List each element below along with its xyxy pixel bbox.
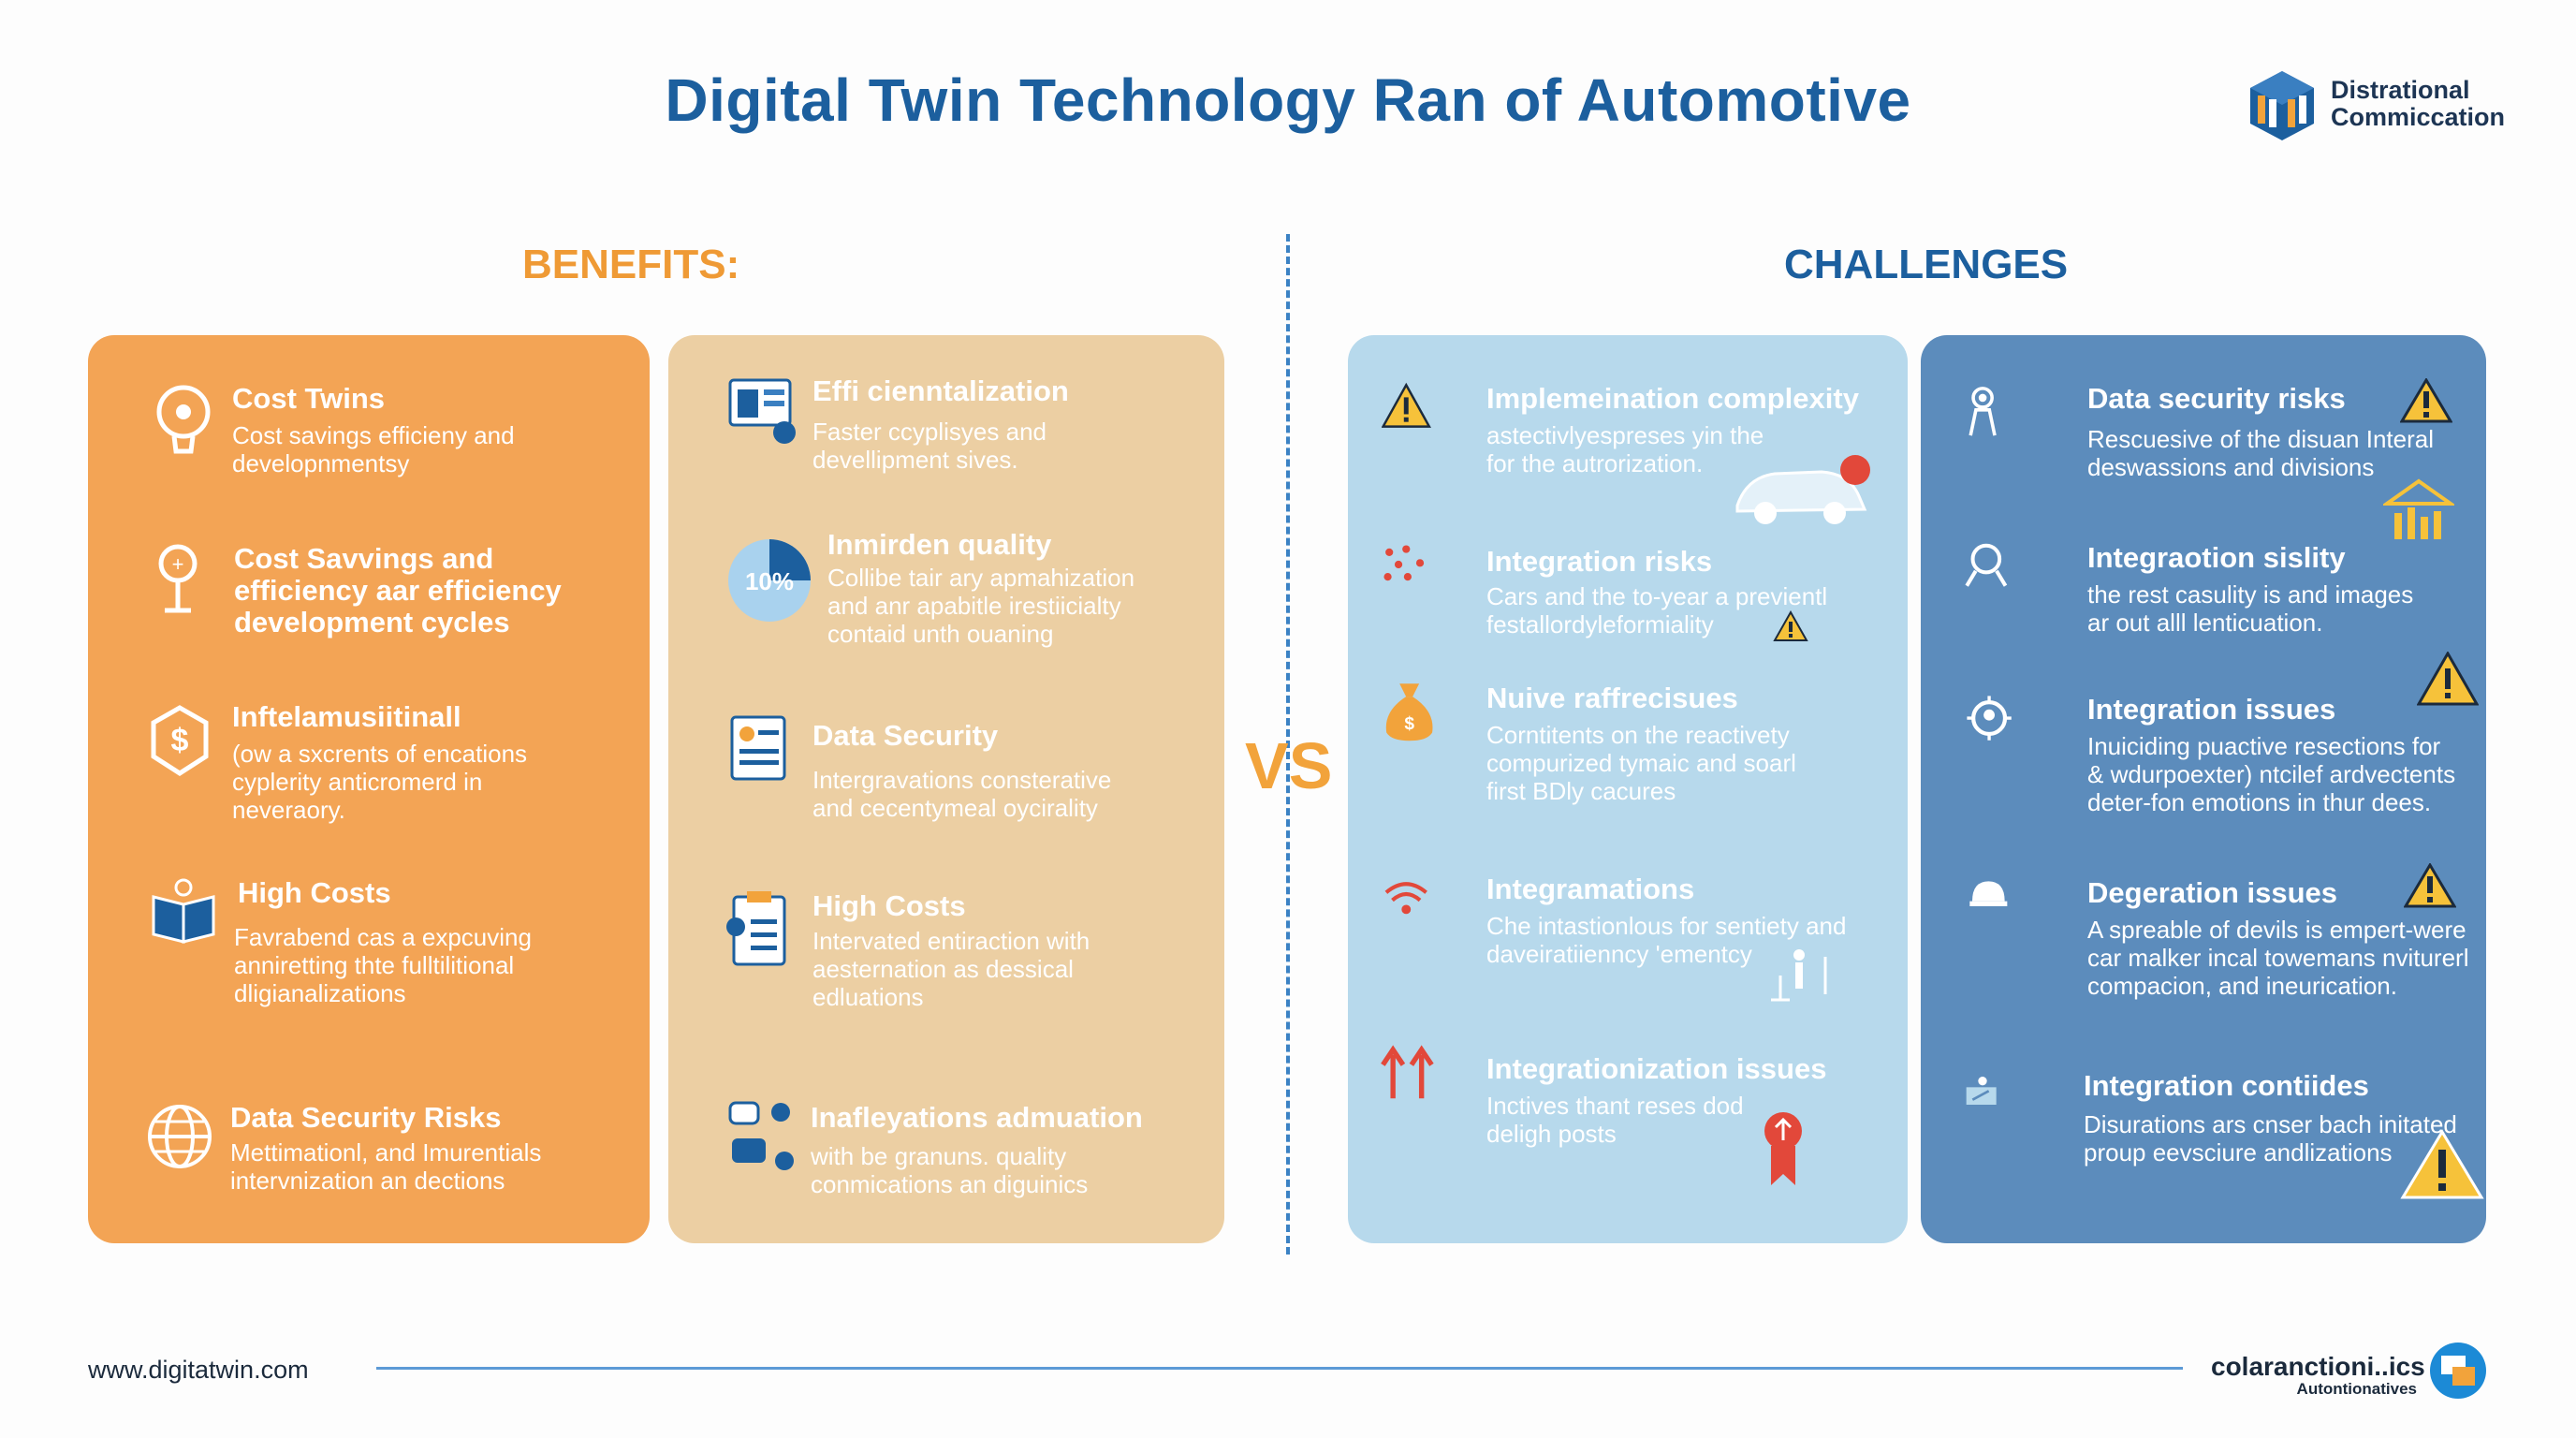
- svg-text:$: $: [171, 723, 189, 758]
- footer-brand-sub: Autontionatives: [2296, 1380, 2417, 1398]
- warning-icon: [1382, 382, 1431, 428]
- helmet-icon: [1969, 881, 2008, 906]
- warning-icon: [2400, 378, 2452, 423]
- arrows-up-icon: [1381, 1045, 1434, 1099]
- dollar-shield-icon: $: [151, 705, 209, 776]
- vs-label: VS: [1245, 729, 1333, 802]
- page-title: Digital Twin Technology Ran of Automotiv…: [665, 66, 1911, 134]
- building-chart-icon: [2383, 478, 2454, 539]
- footer-url-link[interactable]: www.digitatwin.com: [88, 1356, 309, 1384]
- warning-icon: [2404, 863, 2456, 908]
- center-divider: [1286, 234, 1290, 1255]
- brand-block: Distrational Commiccation: [2245, 64, 2554, 148]
- warning-icon: [2400, 1129, 2484, 1199]
- gear-person-icon: [1967, 696, 2012, 741]
- small-warning-icon: [1773, 610, 1808, 641]
- presenter-icon: [1966, 1077, 1997, 1105]
- footer-brand: colaranctioni..ics Autontionatives: [2211, 1352, 2425, 1399]
- chat-network-icon: [728, 1101, 794, 1170]
- network-dots-icon: [1383, 545, 1425, 581]
- brand-line-1: Distrational: [2331, 76, 2470, 104]
- lightbulb-head-icon: [156, 385, 211, 454]
- benefits-panel-2: Effi cienntalization Faster ccyplisyes a…: [668, 335, 1224, 1243]
- book-icon: [152, 878, 215, 944]
- brand-line-2: Commiccation: [2331, 103, 2506, 131]
- benefits-heading: BENEFITS:: [522, 242, 740, 287]
- cube-logo-icon: [2250, 71, 2314, 140]
- challenges-heading: CHALLENGES: [1784, 242, 2069, 287]
- challenges-panel-2: Data security risks Rescuesive of the di…: [1921, 335, 2486, 1243]
- footer-logo-icon: [2430, 1343, 2486, 1399]
- svg-text:$: $: [1404, 714, 1414, 734]
- document-icon: [730, 715, 786, 781]
- footer-divider: [376, 1367, 2183, 1370]
- warning-icon: [2417, 652, 2479, 706]
- footer-brand-name: colaranctioni..ics: [2211, 1352, 2425, 1381]
- clipboard-icon: [726, 891, 786, 966]
- car-icon: [1735, 455, 1870, 524]
- lightbulb-icon: +: [158, 544, 198, 613]
- percent-chart-icon: 10%: [728, 539, 811, 622]
- dashboard-icon: [728, 378, 796, 444]
- svg-text:+: +: [172, 552, 184, 576]
- magnifier-icon: [1965, 543, 2008, 587]
- award-ribbon-icon: [1764, 1112, 1802, 1185]
- globe-icon: [148, 1105, 212, 1168]
- challenges-panel-1: Implemeination complexity astectivlyespr…: [1348, 335, 1908, 1243]
- figure-arrows-icon: [1771, 949, 1827, 1002]
- svg-text:10%: 10%: [745, 567, 794, 595]
- wifi-icon: [1384, 882, 1427, 915]
- person-icon: [1969, 387, 1997, 436]
- money-bag-icon: $: [1385, 683, 1433, 741]
